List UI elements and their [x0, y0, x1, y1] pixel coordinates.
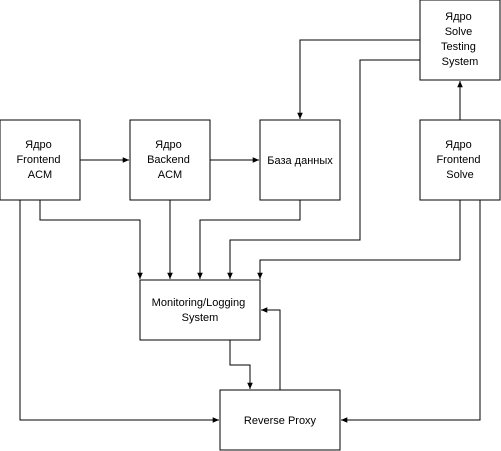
- svg-text:Monitoring/Logging Syste: Monitoring/Logging System: [152, 297, 249, 324]
- node-solve-testing-line-2: Solve: [445, 26, 473, 38]
- node-reverse-proxy-line-1: Reverse Proxy: [244, 415, 317, 427]
- edge-solve-testing-to-monitoring: [227, 59, 420, 279]
- node-monitoring-line-1: Monitoring/Logging: [152, 297, 246, 309]
- node-backend-acm-line-2: Backend: [147, 154, 190, 166]
- node-database-line-1: База данных: [267, 155, 333, 167]
- svg-text:Reverse Proxy: Reverse Proxy: [244, 415, 317, 427]
- node-backend-acm-line-3: ACM: [158, 169, 182, 181]
- edge-reverse-proxy-to-monitoring: [261, 307, 281, 390]
- edge-solve-testing-to-database: [297, 39, 420, 119]
- node-backend-acm-line-1: Ядро: [155, 139, 182, 151]
- node-frontend-solve-line-2: Frontend: [436, 154, 480, 166]
- svg-text:Ядро Solve Testing: Ядро Solve Testing System: [441, 11, 479, 68]
- node-backend-acm: Ядро Backend ACM: [129, 119, 211, 201]
- edge-monitoring-to-reverse-proxy: [229, 340, 253, 389]
- node-reverse-proxy: Reverse Proxy: [219, 389, 341, 451]
- edge-frontend-solve-to-reverse-proxy: [341, 200, 481, 423]
- svg-text:Ядро Frontend Solv: Ядро Frontend Solve: [436, 139, 483, 181]
- node-monitoring-line-2: System: [182, 312, 219, 324]
- node-solve-testing-line-3: Testing: [441, 41, 476, 53]
- node-database: База данных: [259, 119, 341, 201]
- edge-frontend-acm-to-reverse-proxy: [19, 200, 219, 423]
- node-solve-testing-system: Ядро Solve Testing System: [419, 0, 501, 81]
- node-solve-testing-line-4: System: [442, 56, 479, 68]
- node-frontend-acm-line-3: ACM: [28, 169, 52, 181]
- node-frontend-solve: Ядро Frontend Solve: [419, 119, 501, 201]
- svg-text:Ядро Frontend ACM: Ядро Frontend ACM: [16, 139, 63, 181]
- node-frontend-acm: Ядро Frontend ACM: [0, 119, 81, 201]
- node-frontend-solve-line-1: Ядро: [445, 139, 472, 151]
- edges: [19, 39, 481, 423]
- node-frontend-acm-line-1: Ядро: [25, 139, 52, 151]
- edge-frontend-solve-to-monitoring: [257, 200, 461, 279]
- edge-database-to-monitoring: [197, 200, 301, 279]
- svg-text:База данных: База данных: [267, 155, 333, 167]
- node-monitoring-logging-system: Monitoring/Logging System: [139, 279, 261, 341]
- node-frontend-acm-line-2: Frontend: [16, 154, 60, 166]
- node-solve-testing-line-1: Ядро: [445, 11, 472, 23]
- node-frontend-solve-line-3: Solve: [446, 169, 474, 181]
- svg-text:Ядро Backend ACM: Ядро Backend ACM: [147, 139, 193, 181]
- edge-frontend-acm-to-monitoring: [39, 200, 143, 279]
